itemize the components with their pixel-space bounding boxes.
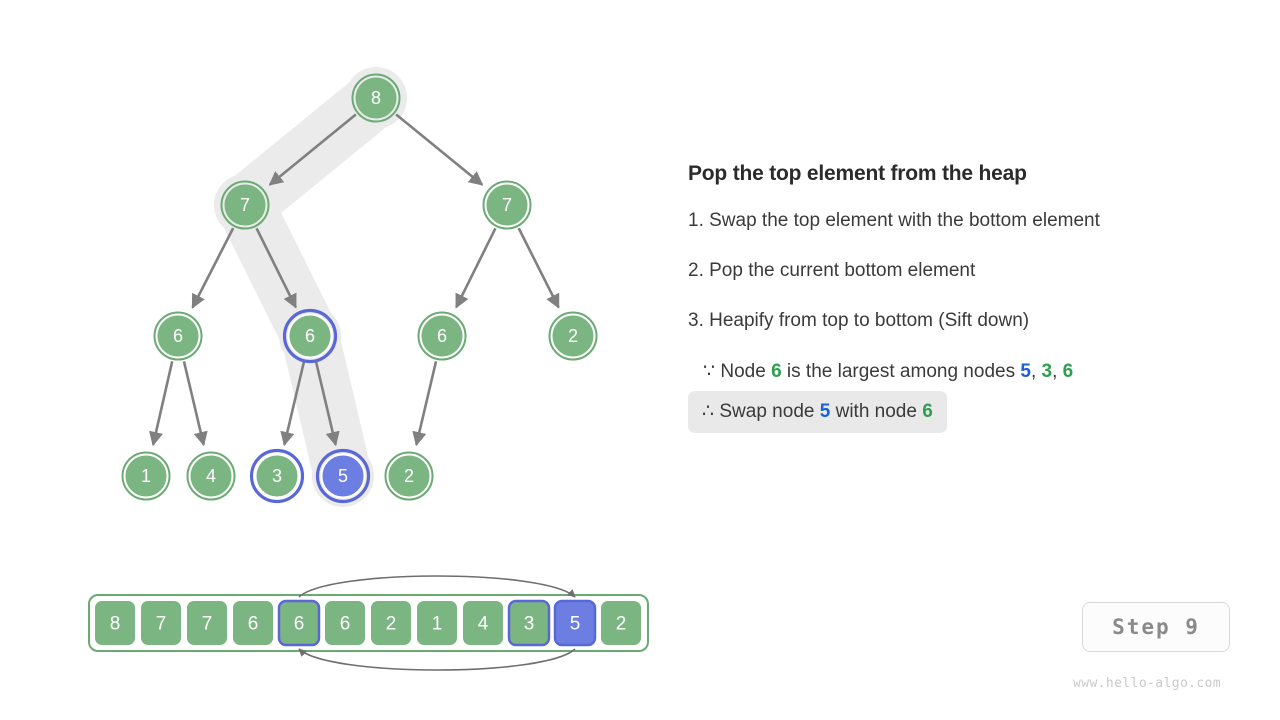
tree-node-label: 5 (338, 466, 348, 486)
instruction-step-1: 1. Swap the top element with the bottom … (688, 210, 1100, 231)
reason-candidate-3: 6 (1062, 361, 1074, 382)
array-cell-value: 3 (524, 614, 535, 635)
array-cell-value: 7 (156, 614, 167, 635)
tree-node-3: 6 (153, 311, 203, 361)
tree-node-6: 2 (548, 311, 598, 361)
reason-line: ∵ Node 6 is the largest among nodes 5, 3… (688, 360, 1248, 383)
conclusion-line: ∴ Swap node 5 with node 6 (688, 391, 947, 433)
array-representation: 8 7 7 6 6 6 2 1 4 3 5 2 (88, 594, 649, 652)
array-cell-value: 1 (432, 614, 443, 635)
tree-node-label: 3 (272, 466, 282, 486)
reason-candidate-2: 3 (1041, 361, 1053, 382)
conclusion-middle-text: with node (830, 401, 923, 422)
array-cell-4: 6 (277, 599, 321, 647)
array-cell-7: 1 (417, 601, 457, 645)
array-cell-10: 5 (553, 599, 597, 647)
tree-node-2: 7 (482, 180, 532, 230)
array-cell-value: 5 (570, 614, 581, 635)
sift-down-path-highlight (214, 67, 407, 507)
tree-node-label: 4 (206, 466, 216, 486)
step-badge: Step 9 (1082, 602, 1230, 652)
conclusion-to-node: 6 (922, 401, 933, 422)
tree-edges (149, 113, 560, 447)
array-cell-3: 6 (233, 601, 273, 645)
tree-node-label: 7 (502, 195, 512, 215)
array-cell-8: 4 (463, 601, 503, 645)
array-cell-value: 6 (294, 614, 305, 635)
page-title: Pop the top element from the heap (688, 162, 1027, 185)
watermark: www.hello-algo.com (1073, 676, 1222, 691)
array-cell-11: 2 (601, 601, 641, 645)
tree-nodes: 8 7 7 6 6 6 2 1 4 3 5 2 (121, 73, 598, 504)
reason-node-value: 6 (771, 361, 782, 382)
therefore-symbol: ∴ (702, 401, 715, 422)
tree-node-11: 2 (384, 451, 434, 501)
tree-node-label: 2 (568, 326, 578, 346)
array-cell-value: 2 (616, 614, 627, 635)
array-cell-value: 6 (248, 614, 259, 635)
because-symbol: ∵ (703, 361, 716, 382)
explanation-panel: Pop the top element from the heap 1. Swa… (688, 162, 1248, 433)
tree-node-1: 7 (220, 180, 270, 230)
tree-node-10: 5 (315, 448, 371, 504)
array-cell-value: 4 (478, 614, 489, 635)
reason-prefix-text: Node (720, 361, 772, 382)
reason-candidate-1: 5 (1020, 361, 1031, 382)
array-cell-value: 6 (340, 614, 351, 635)
tree-node-label: 7 (240, 195, 250, 215)
tree-node-label: 6 (305, 326, 315, 346)
tree-node-9: 3 (249, 448, 305, 504)
tree-node-label: 6 (173, 326, 183, 346)
array-cell-6: 2 (371, 601, 411, 645)
conclusion-from-node: 5 (819, 401, 831, 422)
swap-arrow (298, 575, 576, 671)
tree-node-4: 6 (282, 308, 338, 364)
instruction-step-3: 3. Heapify from top to bottom (Sift down… (688, 310, 1030, 331)
reason-middle-text: is the largest among nodes (781, 361, 1021, 382)
conclusion-prefix-text: Swap node (719, 401, 820, 422)
conclusion-wrapper: ∴ Swap node 5 with node 6 (688, 391, 947, 433)
reason-sep-1: , (1030, 361, 1042, 382)
instruction-step-2: 2. Pop the current bottom element (688, 260, 976, 281)
array-cell-value: 2 (386, 614, 397, 635)
array-cell-value: 7 (202, 614, 213, 635)
array-cell-5: 6 (325, 601, 365, 645)
tree-node-5: 6 (417, 311, 467, 361)
tree-node-8: 4 (186, 451, 236, 501)
tree-node-label: 2 (404, 466, 414, 486)
array-cell-9: 3 (507, 599, 551, 647)
array-cell-0: 8 (95, 601, 135, 645)
reason-sep-2: , (1052, 361, 1063, 382)
tree-node-0: 8 (351, 73, 401, 123)
tree-node-label: 1 (141, 466, 151, 486)
array-cell-1: 7 (141, 601, 181, 645)
tree-node-label: 8 (371, 88, 381, 108)
array-cell-2: 7 (187, 601, 227, 645)
tree-node-label: 6 (437, 326, 447, 346)
tree-node-7: 1 (121, 451, 171, 501)
array-cell-value: 8 (110, 614, 121, 635)
